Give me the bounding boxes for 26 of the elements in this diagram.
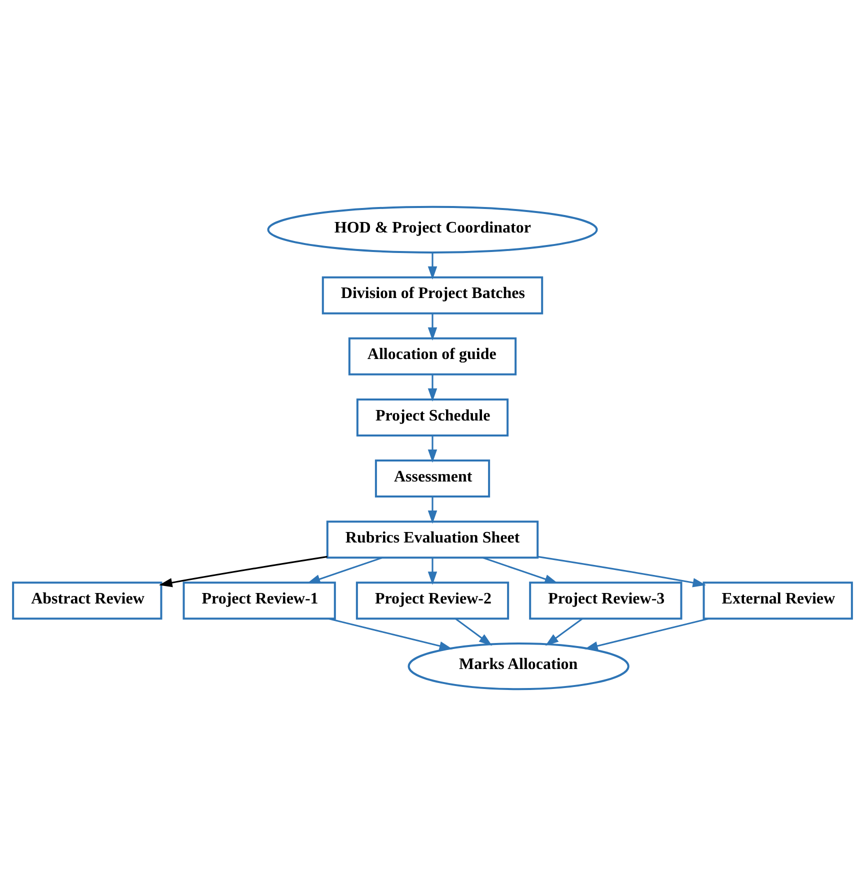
arrow — [328, 617, 452, 650]
node-box: Project Review-2 — [355, 581, 509, 620]
node-box: Project Schedule — [356, 398, 508, 436]
node-box: Project Review-3 — [528, 581, 682, 620]
arrow — [544, 618, 582, 646]
arrow — [584, 617, 708, 650]
node-box: Abstract Review — [12, 581, 162, 620]
arrow — [427, 557, 437, 584]
arrow — [427, 312, 437, 340]
arrow — [158, 555, 327, 587]
arrow — [306, 556, 382, 583]
arrow — [454, 618, 492, 646]
node-box: Allocation of guide — [348, 336, 516, 375]
arrow — [482, 556, 558, 583]
node-box: Assessment — [374, 459, 490, 498]
node-box: External Review — [702, 581, 852, 620]
node-ellipse: Marks Allocation — [407, 642, 629, 690]
node-box: Rubrics Evaluation Sheet — [326, 520, 538, 558]
node-box: Division of Project Batches — [321, 276, 543, 314]
node-box: Project Review-1 — [182, 581, 336, 620]
node-ellipse: HOD & Project Coordinator — [266, 205, 598, 253]
arrow — [427, 374, 437, 402]
arrow — [427, 435, 437, 462]
arrow — [537, 555, 706, 587]
arrow — [427, 252, 437, 280]
arrow — [427, 496, 437, 524]
